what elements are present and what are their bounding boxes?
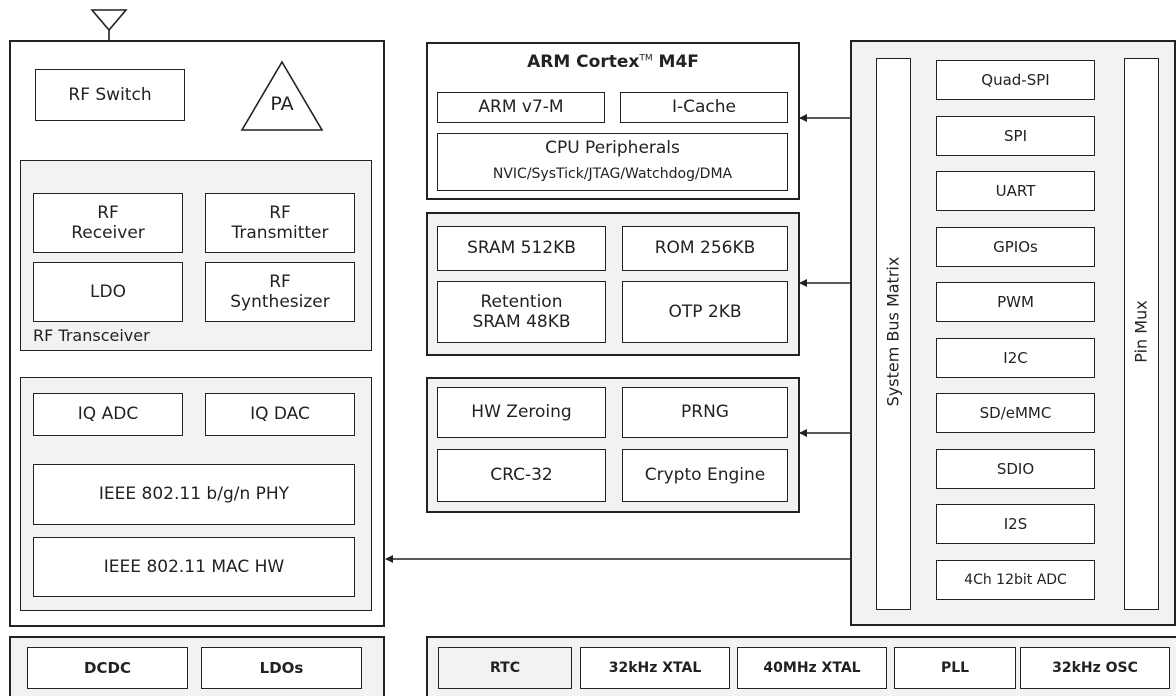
mac-block: IEEE 802.11 MAC HW [33,537,355,597]
cpu-title: ARM CortexTM M4F [426,52,800,72]
peripheral-label: SPI [1004,127,1027,145]
crc32-block: CRC-32 [437,449,606,502]
rf-receiver-block: RF Receiver [33,193,183,253]
otp-label: OTP 2KB [668,301,742,322]
iq-adc-label: IQ ADC [77,404,139,425]
peripheral-block: SD/eMMC [936,393,1095,433]
rtc-block: RTC [438,647,572,689]
retention-sram-label: Retention SRAM 48KB [472,291,571,332]
peripheral-block: 4Ch 12bit ADC [936,560,1095,600]
peripheral-block: Quad-SPI [936,60,1095,100]
xtal-32khz-label: 32kHz XTAL [608,659,702,676]
pll-block: PLL [894,647,1016,689]
prng-block: PRNG [622,387,788,438]
rf-transceiver-label: RF Transceiver [33,326,150,345]
iq-adc-block: IQ ADC [33,393,183,436]
iq-dac-label: IQ DAC [250,404,310,425]
peripheral-label: GPIOs [993,238,1038,256]
dcdc-label: DCDC [84,659,131,677]
arm-v7m-block: ARM v7-M [437,92,605,123]
hw-zeroing-label: HW Zeroing [471,402,572,423]
xtal-40mhz-label: 40MHz XTAL [763,659,861,676]
peripheral-label: I2S [1003,515,1028,533]
peripheral-block: I2S [936,504,1095,544]
icache-block: I-Cache [620,92,788,123]
ldos-block: LDOs [201,647,362,689]
pa-block [240,60,324,131]
pa-label: PA [270,93,294,115]
rtc-label: RTC [490,659,520,676]
xtal-32khz-block: 32kHz XTAL [580,647,730,689]
ldos-label: LDOs [259,659,304,677]
peripheral-block: PWM [936,282,1095,322]
peripheral-label: 4Ch 12bit ADC [964,571,1067,588]
osc-32khz-label: 32kHz OSC [1052,659,1138,676]
cpu-title-main: ARM Cortex [527,52,640,72]
peripheral-block: I2C [936,338,1095,378]
sram-block: SRAM 512KB [437,226,606,271]
rf-transmitter-label: RF Transmitter [231,202,329,243]
otp-block: OTP 2KB [622,281,788,343]
pin-mux-bar [1124,58,1159,610]
ldo-block: LDO [33,262,183,322]
ldo-label: LDO [90,281,126,302]
pin-mux-label: Pin Mux [1131,300,1151,363]
peripheral-label: Quad-SPI [981,71,1050,89]
crypto-engine-block: Crypto Engine [622,449,788,502]
rf-transceiver-panel [20,160,372,351]
antenna-icon [90,9,128,32]
sram-label: SRAM 512KB [467,238,576,259]
system-bus-matrix-label: System Bus Matrix [883,256,903,407]
cpu-title-tm: TM [639,53,653,64]
phy-label: IEEE 802.11 b/g/n PHY [98,484,290,505]
crc32-label: CRC-32 [490,465,553,486]
rom-label: ROM 256KB [654,238,756,259]
prng-label: PRNG [681,402,729,423]
icache-label: I-Cache [671,97,736,118]
system-bus-matrix-bar [876,58,911,610]
retention-sram-block: Retention SRAM 48KB [437,281,606,343]
mac-label: IEEE 802.11 MAC HW [103,556,285,577]
rom-block: ROM 256KB [622,226,788,271]
peripheral-block: SPI [936,116,1095,156]
rf-switch-block: RF Switch [35,69,185,121]
rf-transmitter-block: RF Transmitter [205,193,355,253]
peripheral-label: PWM [997,293,1034,311]
arm-v7m-label: ARM v7-M [478,97,564,118]
peripheral-block: GPIOs [936,227,1095,267]
iq-dac-block: IQ DAC [205,393,355,436]
peripheral-label: UART [995,182,1036,200]
xtal-40mhz-block: 40MHz XTAL [737,647,887,689]
osc-32khz-block: 32kHz OSC [1020,647,1170,689]
peripheral-label: I2C [1003,349,1028,367]
cpu-peripherals-block: CPU Peripherals NVIC/SysTick/JTAG/Watchd… [437,133,788,191]
rf-receiver-label: RF Receiver [71,202,145,243]
peripheral-block: SDIO [936,449,1095,489]
rf-switch-label: RF Switch [68,84,152,105]
peripheral-label: SDIO [996,460,1035,478]
rf-synthesizer-block: RF Synthesizer [205,262,355,322]
pll-label: PLL [940,659,970,676]
phy-block: IEEE 802.11 b/g/n PHY [33,464,355,525]
rf-synthesizer-label: RF Synthesizer [230,271,330,312]
peripheral-label: SD/eMMC [979,404,1052,422]
cpu-title-suffix: M4F [652,52,699,72]
hw-zeroing-block: HW Zeroing [437,387,606,438]
cpu-peripherals-sub: NVIC/SysTick/JTAG/Watchdog/DMA [492,166,733,182]
peripheral-block: UART [936,171,1095,211]
dcdc-block: DCDC [27,647,188,689]
cpu-peripherals-title: CPU Peripherals [545,138,680,158]
crypto-engine-label: Crypto Engine [644,465,766,486]
